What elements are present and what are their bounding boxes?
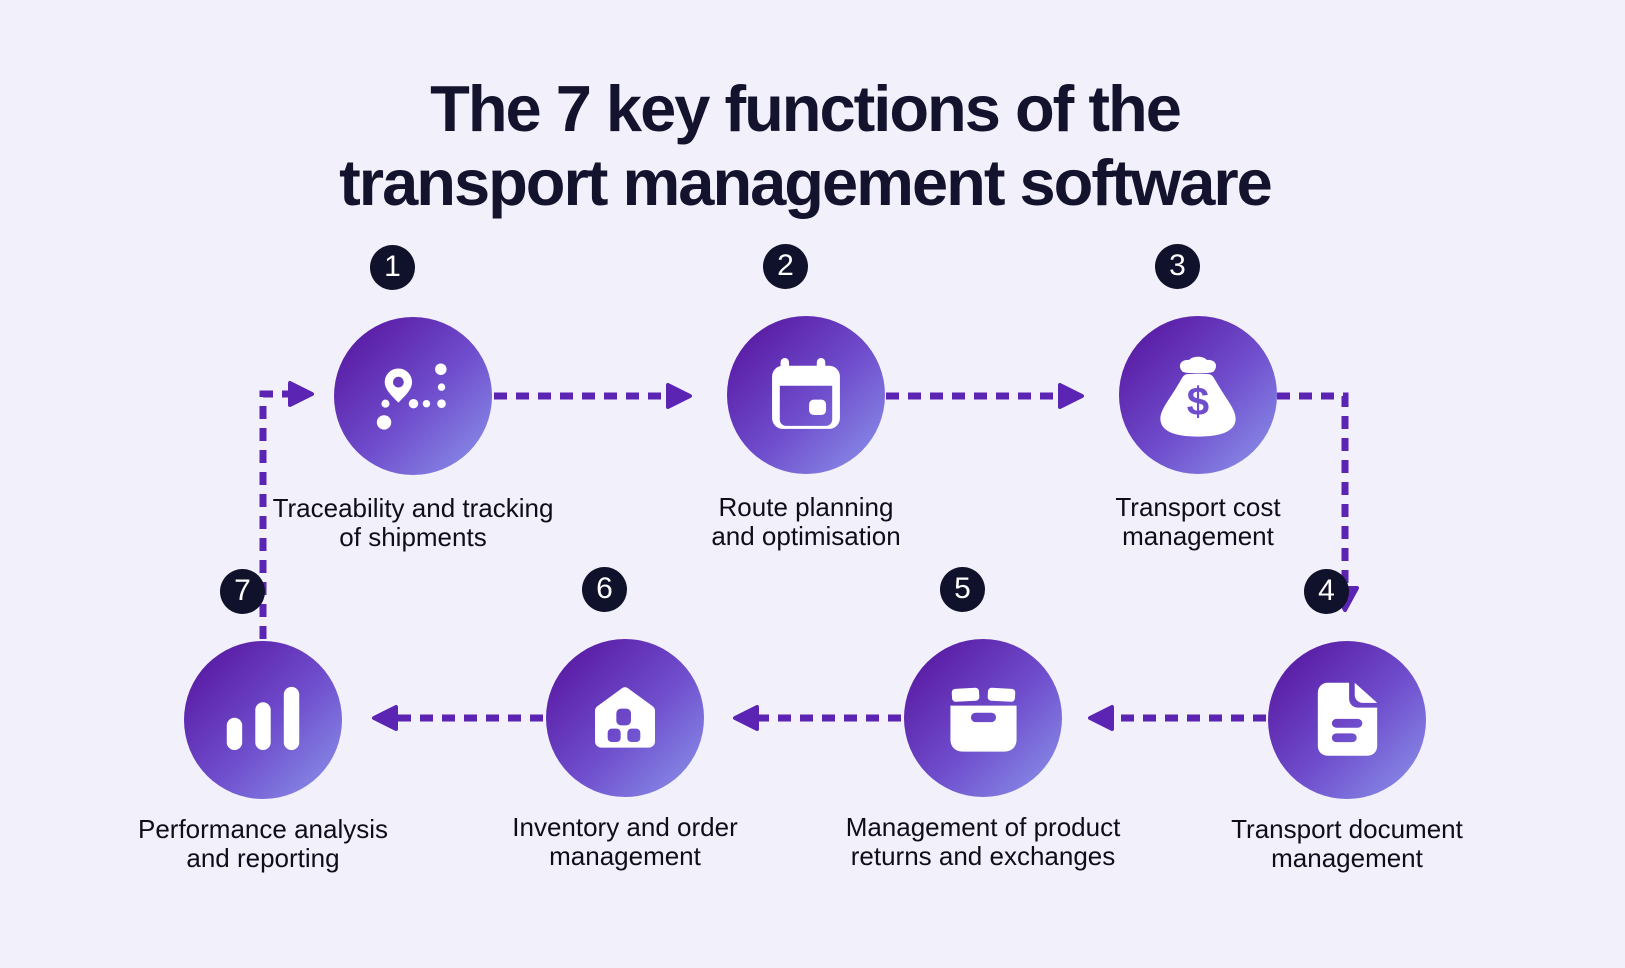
step-label: Transport cost management [1115,492,1281,551]
step-circle: 5 [904,567,1062,797]
route-tracking-icon [376,362,447,430]
bar-chart-icon [226,686,300,751]
document-icon [1317,682,1377,756]
arrow-right-icon [288,381,314,407]
step-circle: 2 [727,244,885,474]
arrow-right-icon [1058,383,1084,409]
arrow-left-icon [733,705,759,731]
step-number-badge: 3 [1155,244,1200,289]
arrow-right-icon [666,383,692,409]
step-circle: 7 [184,569,342,799]
calendar-icon [772,358,840,429]
arrow-left-icon [1088,705,1114,731]
money-bag-icon: $ [1160,356,1236,437]
step-number-badge: 1 [370,245,415,290]
step-label: Performance analysis and reporting [138,814,388,873]
page-title: The 7 key functions of the transport man… [0,72,1610,220]
package-box-icon [949,687,1017,752]
step-circle: $ 3 [1119,244,1277,474]
arrow-left-icon [372,705,398,731]
step-number-badge: 6 [582,567,627,612]
step-number-badge: 7 [220,569,265,614]
warehouse-icon [595,687,655,748]
step-circle: 4 [1268,569,1426,799]
step-label: Traceability and tracking of shipments [272,493,554,552]
step-label: Inventory and order management [512,812,738,871]
step-number-badge: 2 [763,244,808,289]
dollar-symbol: $ [1187,379,1209,424]
step-label: Transport document management [1231,814,1463,873]
connector-3-4 [1277,392,1349,584]
title-line-1: The 7 key functions of the [430,72,1182,145]
title-line-2: transport management software [339,146,1273,219]
step-number-badge: 4 [1304,569,1349,614]
step-number-badge: 5 [940,567,985,612]
step-circle: 1 [334,245,492,475]
step-label: Management of product returns and exchan… [845,812,1121,871]
step-circle: 6 [546,567,704,797]
step-label: Route planning and optimisation [711,492,901,551]
